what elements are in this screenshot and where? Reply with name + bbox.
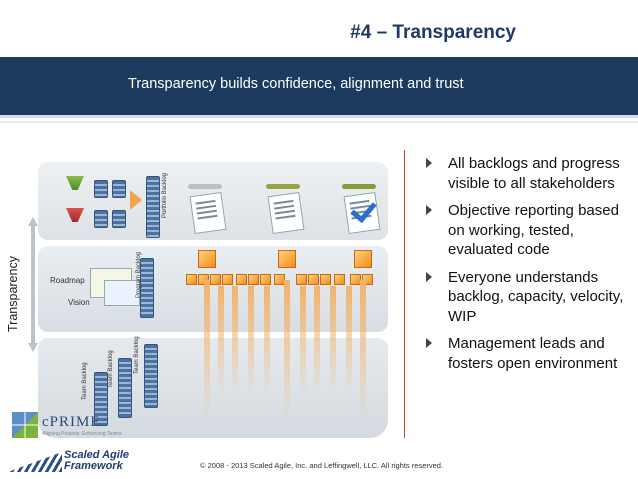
funnel-icon [66,208,84,222]
epic-tab [188,184,222,189]
slide-title: #4 – Transparency [350,22,516,43]
flow-arrow-icon [218,286,224,396]
cprime-grid-icon [12,412,38,438]
sprint-cube-icon [222,274,233,285]
flow-arrow-icon [314,286,320,396]
vision-label: Vision [68,298,90,307]
sprint-cube-icon [308,274,319,285]
team-backlog-icon [144,344,158,408]
kanban-column-icon [112,180,126,198]
bullet-arrow-icon [426,271,432,282]
flow-arrow-icon [284,280,290,420]
epic-document-icon [267,191,305,235]
transparency-double-arrow-icon [28,217,38,352]
vision-card-icon [104,280,140,306]
sprint-cube-icon [274,274,285,285]
flow-arrow-icon [264,286,270,396]
scaled-agile-framework-logo: Scaled Agile Framework [8,448,138,476]
flow-arrow-icon [204,280,210,420]
bullet-arrow-icon [426,158,432,168]
program-tier: Roadmap Vision Program Backlog [38,246,388,332]
bullet-text: All backlogs and progress visible to all… [448,155,620,192]
portfolio-tier: Portfolio Backlog [38,162,388,240]
flow-arrow-icon [232,286,238,396]
bullet-item: Objective reporting based on working, te… [424,201,634,260]
sprint-cube-icon [334,274,345,285]
bullet-item: All backlogs and progress visible to all… [424,154,634,193]
epic-document-icon [189,191,227,235]
bullet-list: All backlogs and progress visible to all… [424,154,634,381]
sprint-cube-icon [210,274,221,285]
sprint-cube-icon [236,274,247,285]
portfolio-backlog-label: Portfolio Backlog [162,172,168,218]
program-backlog-icon [140,258,154,318]
epic-tab [266,184,300,189]
subtitle-text: Transparency builds confidence, alignmen… [128,76,464,92]
sprint-cube-icon [320,274,331,285]
roadmap-label: Roadmap [50,276,85,285]
safe-stripes-icon [8,452,62,472]
release-cube-icon [198,250,216,268]
bullet-arrow-icon [426,205,432,215]
bullet-text: Objective reporting based on working, te… [448,202,619,258]
flow-arrow-icon [346,286,352,396]
program-backlog-label: Program Backlog [136,251,142,298]
arrow-right-icon [130,190,142,210]
kanban-column-icon [112,210,126,228]
sprint-cube-icon [198,274,209,285]
safe-logo-text: Scaled Agile Framework [64,449,130,472]
team-backlog-label: Team Backlog [82,362,88,400]
team-tier: Team Backlog Team Backlog Team Backlog [38,336,388,438]
cprime-name: cPRIME [42,414,101,430]
kanban-column-icon [94,180,108,198]
sprint-cube-icon [248,274,259,285]
team-backlog-icon [94,372,108,426]
portfolio-backlog-icon [146,176,160,238]
flow-arrow-icon [330,286,336,396]
sprint-cube-icon [362,274,373,285]
bullet-text: Everyone understands backlog, capacity, … [448,268,624,325]
funnel-icon [66,176,84,190]
copyright-text: © 2008 - 2013 Scaled Agile, Inc. and Lef… [200,461,444,470]
column-divider [404,150,405,438]
safe-framework-diagram: Portfolio Backlog Roadmap Vision Program… [38,162,396,440]
flow-arrow-icon [360,280,366,420]
cprime-logo: cPRIME Aligning Projects. Enhancing Team… [10,410,123,442]
sprint-cube-icon [186,274,197,285]
cprime-tagline: Aligning Projects. Enhancing Teams. [42,431,124,437]
kanban-column-icon [94,210,108,228]
sprint-cube-icon [350,274,361,285]
team-backlog-label: Team Backlog [108,350,114,388]
bullet-item: Management leads and fosters open enviro… [424,334,634,373]
flow-arrow-icon [300,286,306,396]
bullet-text: Management leads and fosters open enviro… [448,335,618,372]
sprint-cube-icon [296,274,307,285]
epic-tab [342,184,376,189]
flow-arrow-icon [248,286,254,396]
release-cube-icon [354,250,372,268]
subtitle-banner: Transparency builds confidence, alignmen… [0,57,638,115]
bullet-arrow-icon [426,338,432,348]
sprint-cube-icon [260,274,271,285]
team-backlog-label: Team Backlog [134,336,140,374]
banner-underline-light [0,121,638,123]
banner-underline [0,115,638,118]
transparency-side-label: Transparency [6,256,20,332]
bullet-item: Everyone understands backlog, capacity, … [424,268,634,327]
team-backlog-icon [118,358,132,418]
release-cube-icon [278,250,296,268]
